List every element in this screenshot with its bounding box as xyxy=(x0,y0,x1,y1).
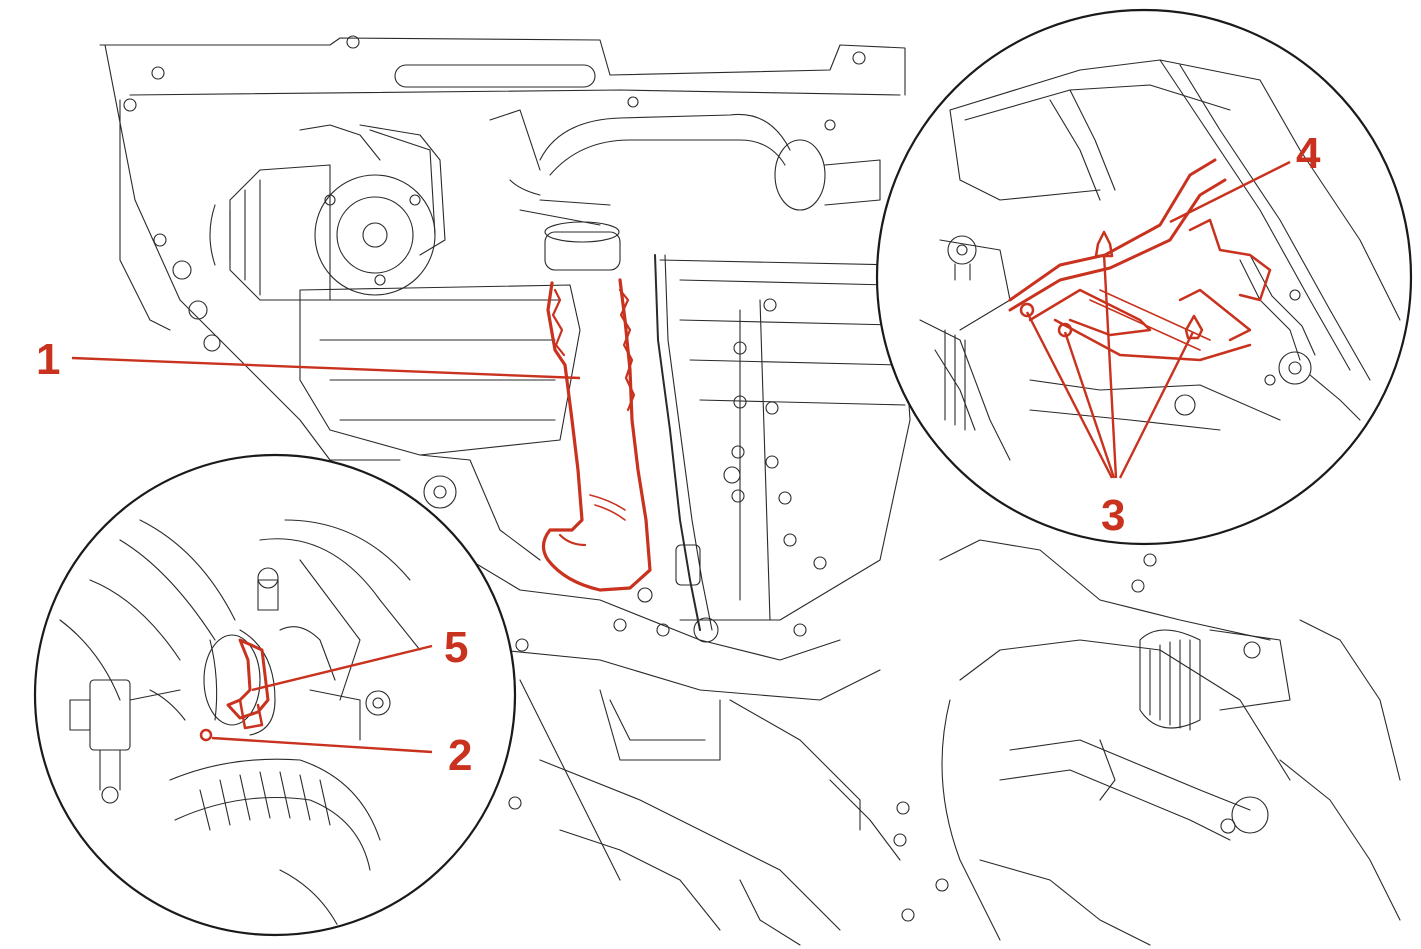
callout-3-leader-a xyxy=(1025,311,1114,479)
callout-3-leader-b xyxy=(1063,331,1116,479)
main-view-lineart xyxy=(99,35,1401,946)
callout-3-label: 3 xyxy=(1101,491,1125,540)
callout-1: 1 xyxy=(36,335,581,384)
callout-2-leader xyxy=(211,736,433,754)
callout-3: 3 xyxy=(1025,253,1195,540)
callout-5-leader xyxy=(251,644,433,692)
callout-2: 2 xyxy=(211,731,472,780)
callout-3-leader-c xyxy=(1102,253,1118,479)
callout-4: 4 xyxy=(1169,129,1321,224)
callout-1-leader xyxy=(71,356,581,380)
callout-5-label: 5 xyxy=(444,623,468,672)
callout-4-leader xyxy=(1169,160,1291,224)
callout-2-label: 2 xyxy=(448,731,472,780)
detail-view-hose-clamp xyxy=(33,453,517,937)
callout-4-label: 4 xyxy=(1296,129,1321,178)
intercooler-hose-highlight xyxy=(541,278,652,592)
callout-1-label: 1 xyxy=(36,335,60,384)
detail-view-bracket-bolts xyxy=(875,8,1413,546)
callout-3-leader-d xyxy=(1118,331,1195,479)
callout-5: 5 xyxy=(251,623,468,692)
